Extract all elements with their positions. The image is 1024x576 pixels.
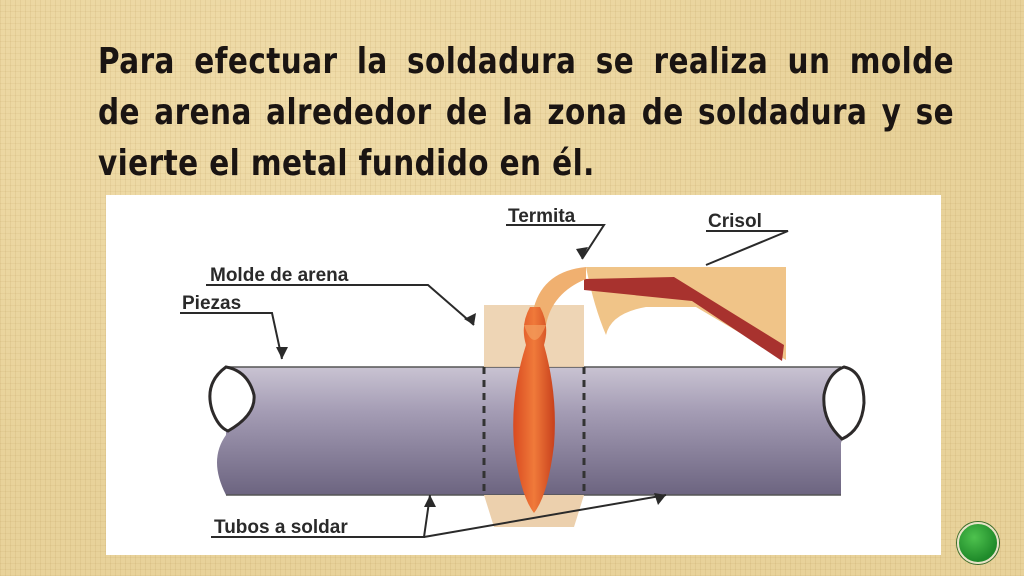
- label-termita: Termita: [508, 206, 576, 227]
- label-molde-de-arena: Molde de arena: [210, 265, 349, 286]
- molten-metal: [513, 307, 555, 513]
- next-slide-button[interactable]: [957, 522, 999, 564]
- label-tubos-a-soldar: Tubos a soldar: [214, 517, 348, 538]
- label-crisol: Crisol: [708, 211, 762, 232]
- slide-title: Para efectuar la soldadura se realiza un…: [98, 36, 954, 189]
- crucible: [584, 267, 786, 361]
- leader-lines: [180, 224, 789, 538]
- title-line-1: Para efectuar la soldadura se realiza un…: [98, 41, 955, 82]
- title-line-2: de arena alrededor de la zona de soldadu…: [98, 92, 955, 133]
- leader-arrowheads: [276, 247, 666, 507]
- title-line-3: vierte el metal fundido en él.: [98, 143, 595, 184]
- label-piezas: Piezas: [182, 293, 241, 314]
- thermite-welding-diagram: Termita Crisol Molde de arena Piezas Tub…: [106, 195, 941, 555]
